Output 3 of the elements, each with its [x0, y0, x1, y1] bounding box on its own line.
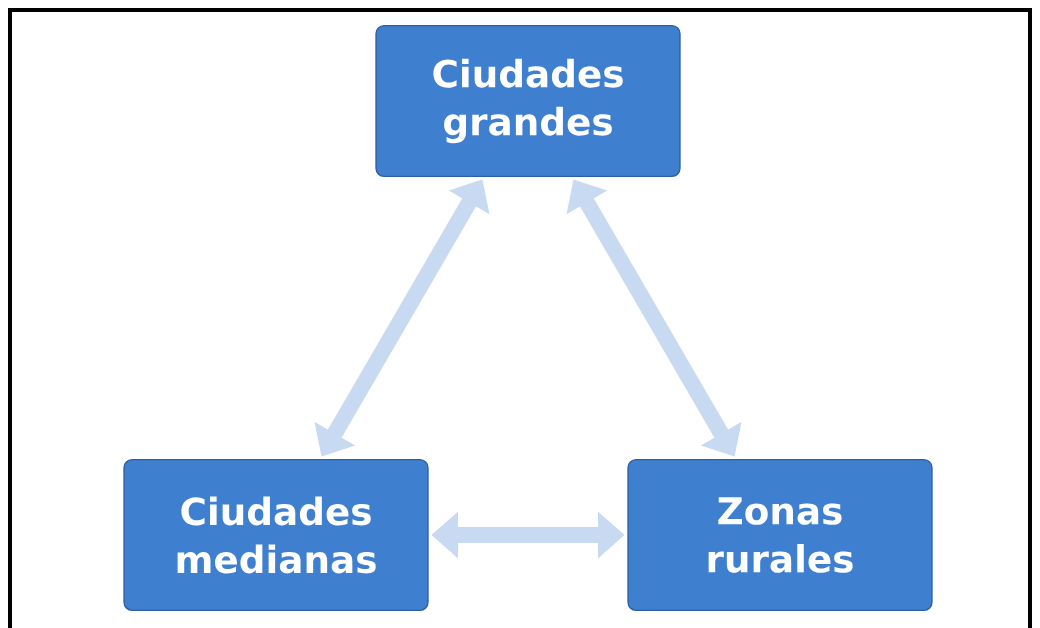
process-box: Zonas rurales — [627, 459, 933, 611]
process-box: Ciudades medianas — [123, 459, 429, 611]
process-box: Ciudades grandes — [375, 25, 681, 177]
